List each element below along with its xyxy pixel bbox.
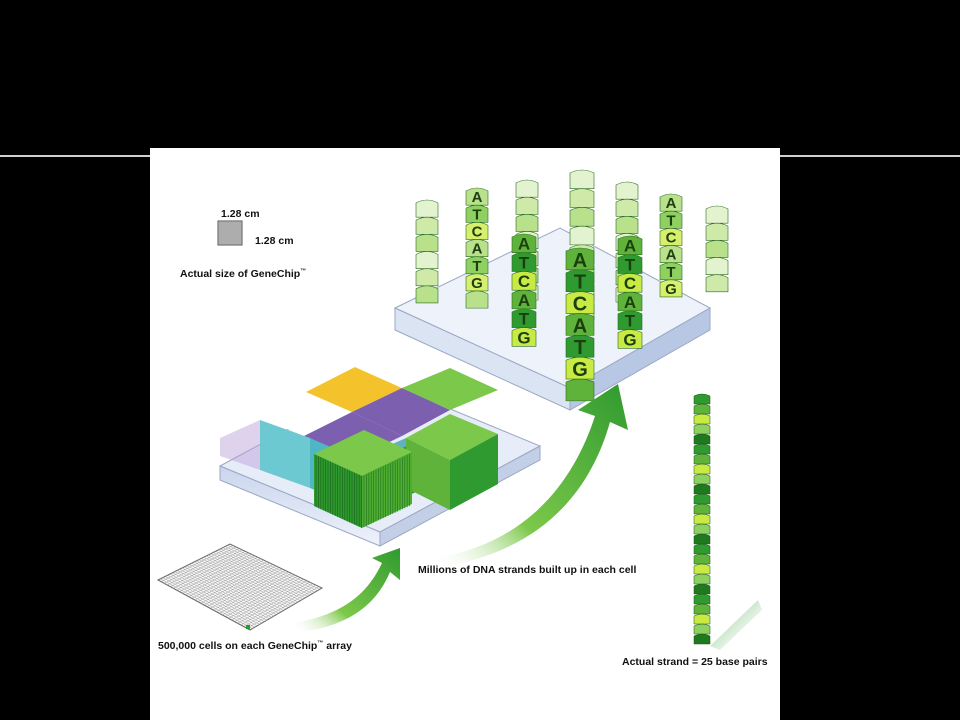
dna-base-label: A xyxy=(518,291,530,310)
dna-base-label: T xyxy=(666,212,675,229)
dna-base-label: T xyxy=(574,337,586,359)
dna-base-label: C xyxy=(624,274,636,293)
dna-base-label: G xyxy=(517,328,530,347)
chip-grid-icon xyxy=(156,543,324,631)
dna-base-label: T xyxy=(472,258,481,275)
chip-grid-icon xyxy=(217,220,243,246)
strands-label: Millions of DNA strands built up in each… xyxy=(418,564,637,576)
actual-strand-label: Actual strand = 25 base pairs xyxy=(622,656,768,668)
actual-size-label: Actual size of GeneChip™ xyxy=(180,268,307,280)
cells-label: 500,000 cells on each GeneChip™ array xyxy=(158,640,352,652)
dna-base-label: A xyxy=(472,189,483,206)
dna-base-label: A xyxy=(666,247,677,264)
dna-base-label: T xyxy=(519,253,530,272)
dna-column-icon xyxy=(705,205,729,293)
dna-base-label: A xyxy=(573,250,587,272)
dna-base-label: A xyxy=(573,315,587,337)
dna-base-label: G xyxy=(572,359,588,381)
dna-base-label: G xyxy=(471,275,483,292)
curved-arrow-icon xyxy=(435,384,628,568)
dna-base-label: T xyxy=(574,272,586,294)
dna-base-label: T xyxy=(666,264,675,281)
dna-base-label: T xyxy=(519,310,530,329)
cell-block-3d xyxy=(218,346,542,547)
dna-base-label: G xyxy=(665,281,677,298)
dna-column-icon xyxy=(415,199,439,304)
dna-base-label: A xyxy=(518,235,530,254)
dna-base-label: T xyxy=(625,312,636,331)
dna-base-label: A xyxy=(472,241,483,258)
dna-base-label: T xyxy=(625,255,636,274)
dna-base-label: T xyxy=(472,206,481,223)
chip-width-label: 1.28 cm xyxy=(221,208,260,220)
dna-base-label: C xyxy=(472,223,483,240)
divider-left xyxy=(0,155,150,157)
dna-base-label: G xyxy=(623,330,636,349)
chip-height-label: 1.28 cm xyxy=(255,235,294,247)
dna-base-label: A xyxy=(624,237,636,256)
dna-base-label: C xyxy=(518,272,530,291)
divider-right xyxy=(780,155,960,157)
dna-strand-icon xyxy=(693,393,711,645)
dna-base-label: A xyxy=(624,293,636,312)
dna-base-label: C xyxy=(666,229,677,246)
dna-base-label: C xyxy=(573,294,587,316)
dna-base-label: A xyxy=(666,195,677,212)
curved-arrow-icon xyxy=(295,548,400,633)
